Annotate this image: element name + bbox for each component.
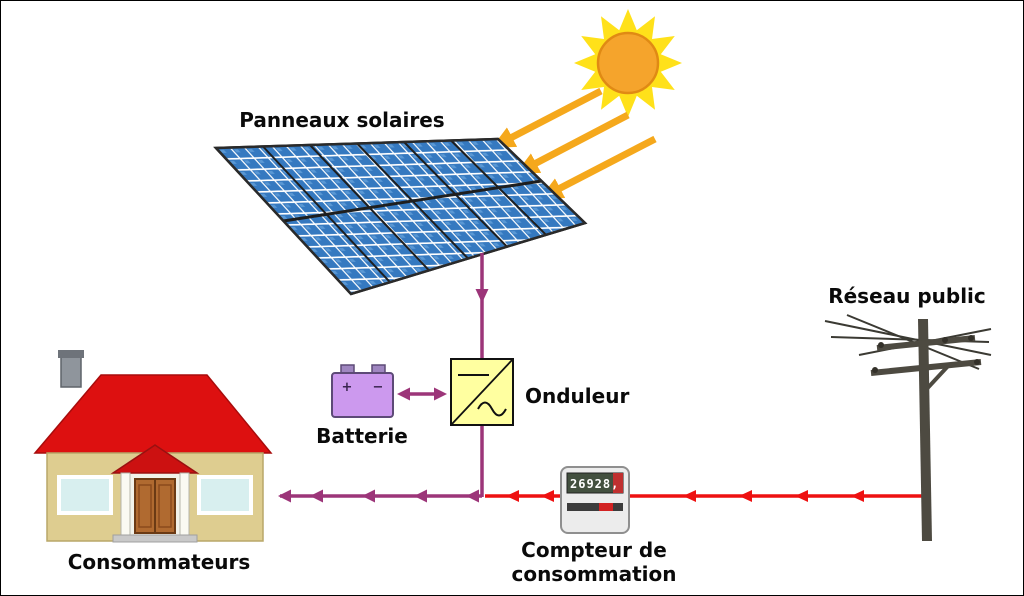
meter-reading: 26928, — [570, 477, 619, 491]
window-left — [57, 475, 113, 515]
battery-label: Batterie — [316, 424, 408, 448]
door-panel-right — [158, 484, 172, 528]
solar-panel-array — [213, 137, 588, 296]
power-pole-icon — [824, 314, 992, 541]
consumption-meter-icon: 26928, — [560, 466, 630, 534]
arrowhead-to-battery — [397, 387, 410, 401]
sun-arrow-3 — [539, 135, 657, 200]
house-icon — [33, 350, 273, 543]
arrowhead-to-inverter — [434, 387, 447, 401]
sun-arrow-1 — [491, 87, 603, 149]
meter-slot-red-mark — [599, 503, 613, 511]
chimney-cap — [58, 350, 84, 358]
door-panel-left — [138, 484, 152, 528]
pole-crossarm-upper — [876, 335, 976, 351]
sun-arrow-2 — [515, 111, 630, 175]
consumers-label: Consommateurs — [68, 550, 251, 574]
meter-display-red-zone — [613, 473, 623, 493]
porch-column-left — [120, 472, 131, 536]
grid-label: Réseau public — [828, 284, 986, 308]
porch-step — [112, 534, 198, 543]
purple-left-arrowheads — [278, 489, 479, 503]
meter-slot — [567, 503, 623, 511]
sun-icon — [574, 9, 682, 117]
red-left-arrowheads — [506, 490, 864, 502]
inverter-icon — [450, 358, 514, 426]
chimney — [60, 352, 82, 388]
panel-dividers — [262, 139, 547, 283]
panel-frame — [213, 137, 588, 296]
panels-label: Panneaux solaires — [239, 108, 444, 132]
panel-cells — [216, 139, 585, 294]
battery-minus-sign: − — [373, 380, 384, 395]
down-arrowhead — [475, 289, 489, 303]
pole-insulators — [872, 335, 980, 373]
battery-body — [331, 372, 394, 418]
meter-label-line2: consommation — [511, 562, 676, 586]
window-right — [197, 475, 253, 515]
battery-icon: + − — [331, 364, 394, 418]
pole-crossarm-lower — [870, 359, 982, 376]
inverter-ac-symbol — [477, 401, 507, 417]
sun-core — [596, 31, 660, 95]
porch-pediment — [110, 444, 200, 474]
inverter-diagonal — [450, 358, 514, 426]
sun-irradiance-arrows — [491, 87, 657, 200]
battery-plus-sign: + — [342, 380, 353, 395]
porch-column-right — [179, 472, 190, 536]
pole-brace — [921, 363, 951, 395]
inverter-label: Onduleur — [525, 384, 629, 408]
meter-label-line1: Compteur de — [521, 538, 667, 562]
pole-trunk — [918, 319, 932, 541]
